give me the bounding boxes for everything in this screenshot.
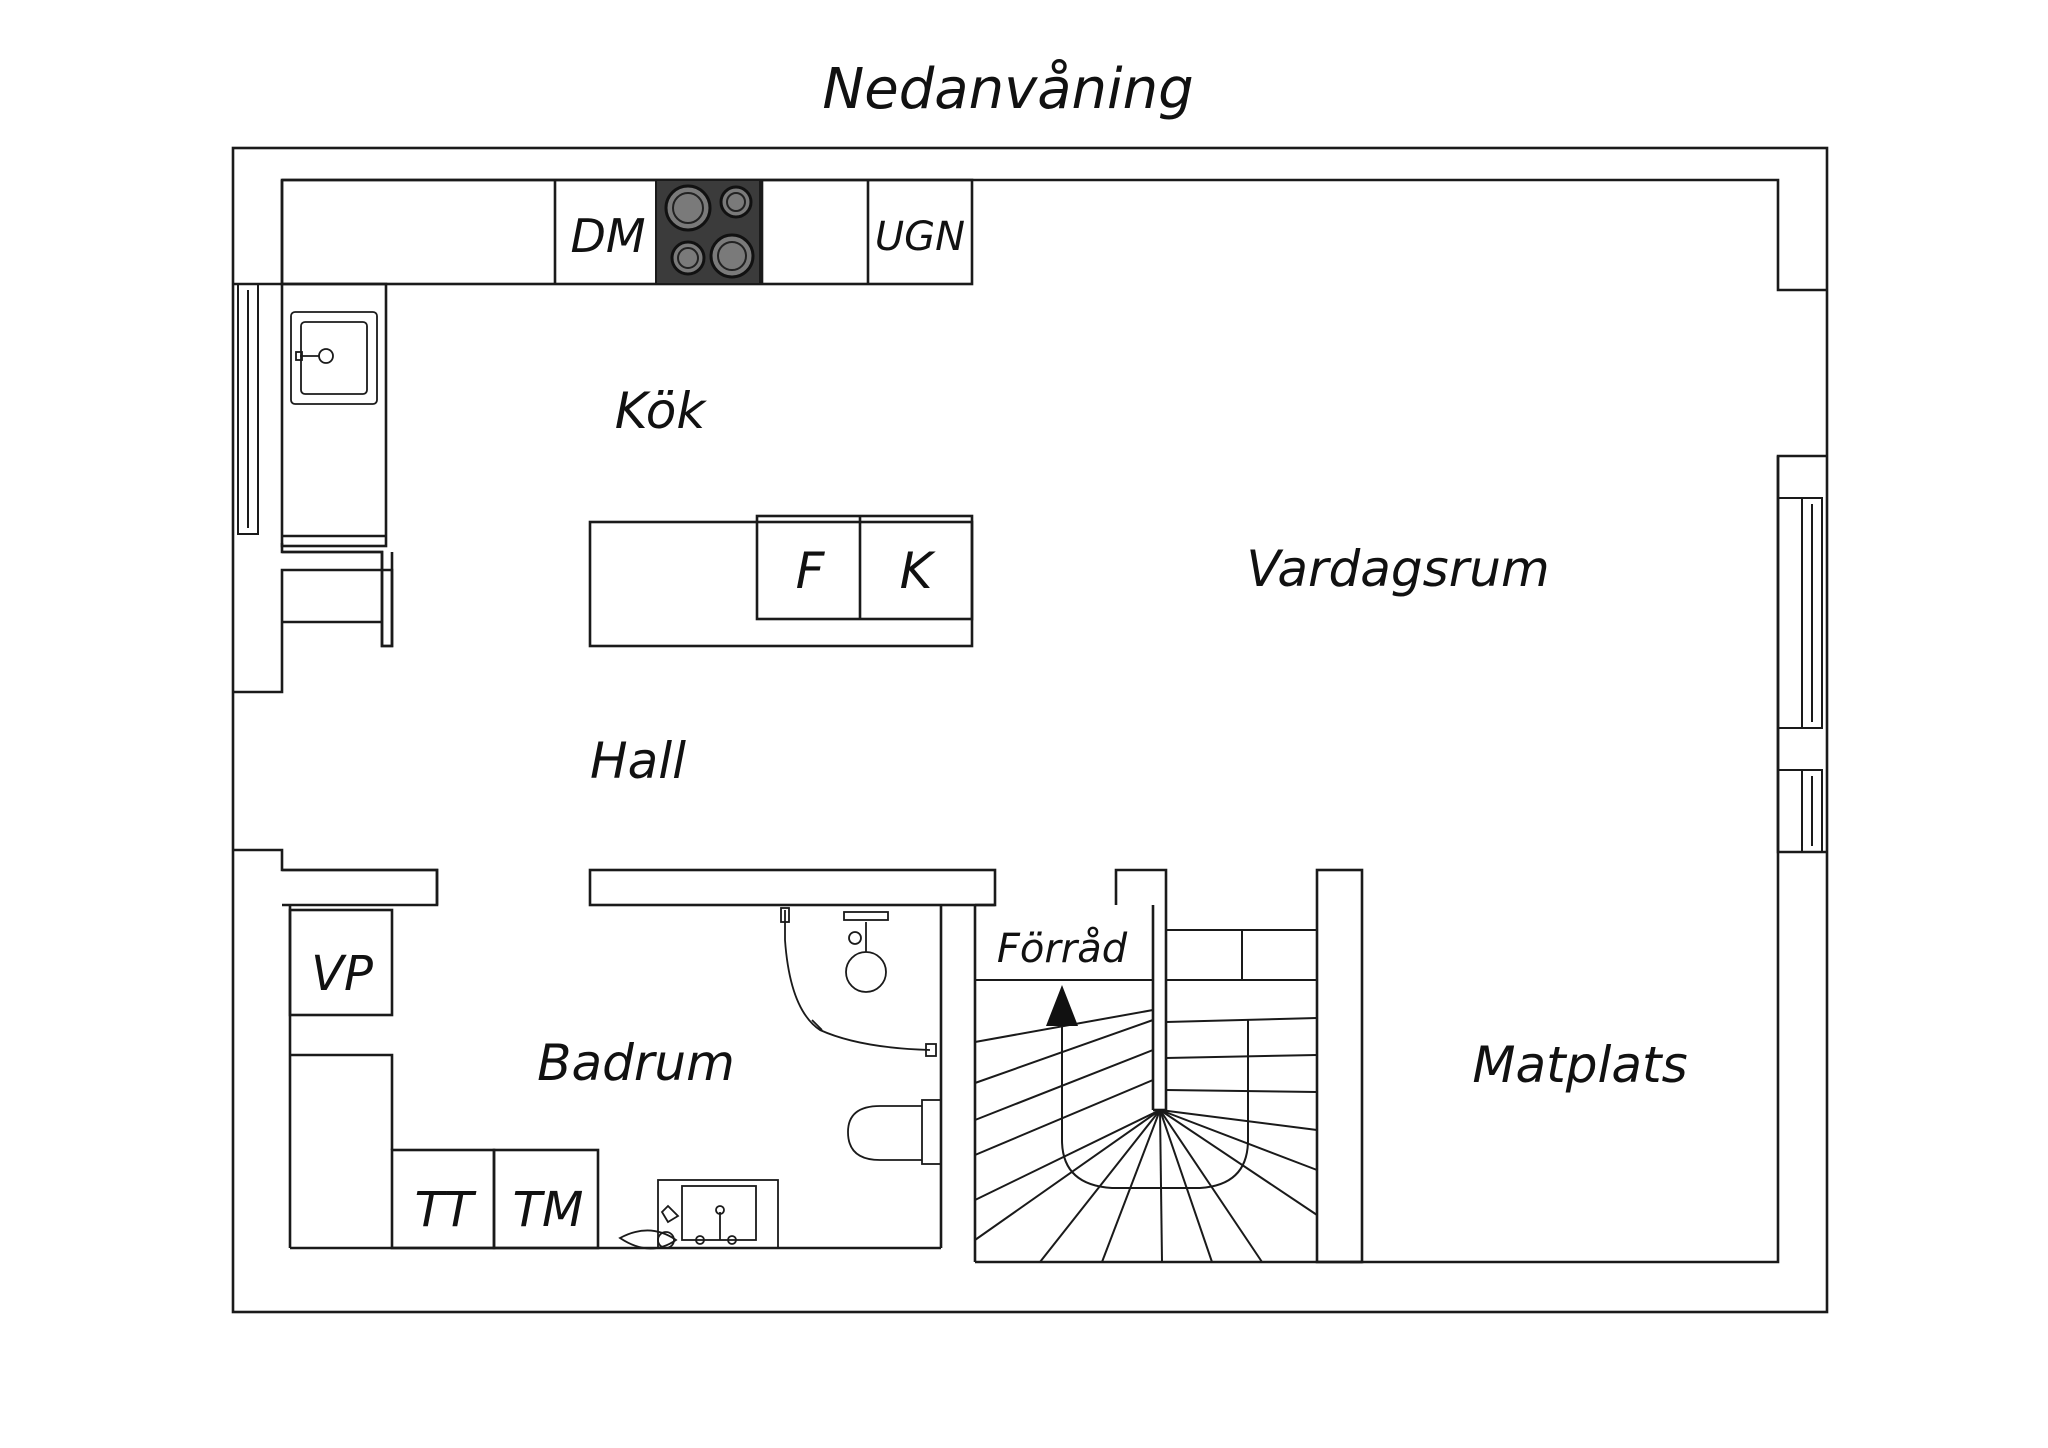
kitchen-island	[588, 514, 974, 648]
dryer-label: TT	[415, 1182, 477, 1238]
plan-title: Nedanvåning	[822, 57, 1193, 122]
room-label-hall: Hall	[590, 732, 686, 790]
room-label-storage: Förråd	[997, 926, 1128, 972]
window-living-right-lower	[1778, 769, 1823, 853]
washer-label: TM	[513, 1182, 584, 1238]
kitchen-counter-top	[280, 178, 974, 286]
outer-walls	[231, 146, 1829, 1314]
fridge-label: K	[900, 542, 937, 600]
kitchen-counter-left	[280, 282, 388, 548]
dishwasher-label: DM	[570, 209, 645, 263]
stair-direction-arrow-icon	[1046, 985, 1078, 1026]
sink-icon	[290, 311, 378, 405]
oven-label: UGN	[875, 214, 965, 260]
staircase	[974, 929, 1318, 1263]
window-living-right-upper	[1778, 497, 1823, 729]
shower-icon	[780, 907, 937, 1057]
freezer-label: F	[796, 542, 826, 600]
room-label-living-room: Vardagsrum	[1246, 540, 1549, 598]
washbasin-icon	[618, 1179, 779, 1250]
toilet-icon	[847, 1099, 942, 1165]
kitchen-side-cabinet	[282, 550, 394, 648]
water-heater	[288, 908, 394, 1017]
room-label-kitchen: Kök	[615, 382, 708, 440]
window-kitchen-left	[237, 283, 259, 535]
cooktop-icon	[655, 179, 761, 285]
water-heater-label: VP	[311, 946, 373, 1002]
laundry-cabinet	[290, 1053, 600, 1250]
room-label-bathroom: Badrum	[537, 1034, 735, 1092]
room-label-dining: Matplats	[1472, 1036, 1687, 1094]
